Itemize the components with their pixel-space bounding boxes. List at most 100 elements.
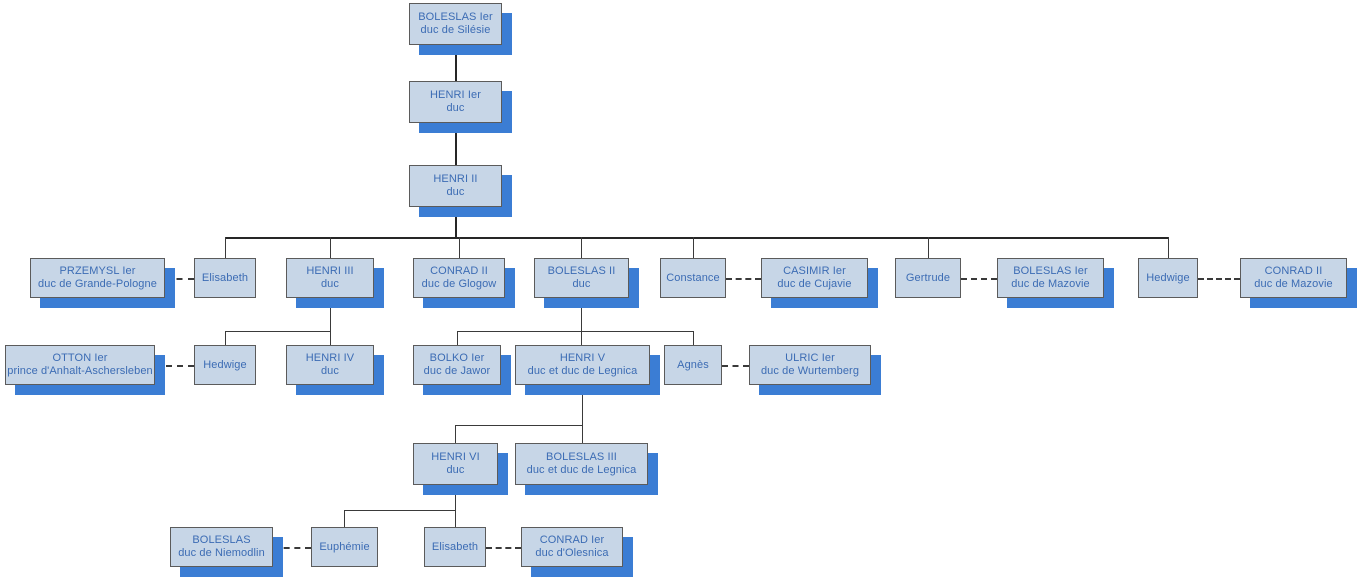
person-node-hedwige2[interactable]: Hedwige [1138, 258, 1198, 298]
node-name-secondary: duc d'Olesnica [535, 547, 609, 559]
marriage-link-hedwige2-conrad2maz [1198, 278, 1240, 280]
drop-henri5-child-1 [582, 425, 583, 443]
person-node-agnes[interactable]: Agnès [664, 345, 722, 385]
node-name-primary: HENRI VI [431, 451, 480, 463]
node-name-primary: Hedwige [203, 358, 247, 371]
marriage-link-agnes-ulric1 [722, 365, 749, 367]
node-box: Constance [660, 258, 726, 298]
node-name-secondary: duc de Jawor [423, 365, 491, 377]
node-name-secondary: duc [446, 102, 465, 114]
node-name-secondary: duc de Wurtemberg [760, 365, 860, 377]
bus-generation-3 [225, 237, 1168, 239]
node-name-primary: BOLKO Ier [429, 352, 485, 364]
stem-henri6 [455, 485, 456, 510]
drop-henri3-child-1 [330, 331, 331, 345]
node-name-primary: OTTON Ier [52, 352, 108, 364]
node-name-primary: PRZEMYSL Ier [59, 265, 136, 277]
node-name-primary: HENRI II [433, 173, 478, 185]
node-box: Elisabeth [424, 527, 486, 567]
drop-boleslas2-child-1 [581, 331, 582, 345]
person-node-constance[interactable]: Constance [660, 258, 726, 298]
marriage-link-constance-casimir1 [726, 278, 761, 280]
drop-generation-3-6 [1168, 237, 1169, 258]
drop-boleslas2-child-0 [457, 331, 458, 345]
node-name-secondary: duc de Mazovie [1011, 278, 1090, 290]
node-name-primary: CASIMIR Ier [783, 265, 846, 277]
person-node-elisabeth2[interactable]: Elisabeth [424, 527, 486, 567]
node-name-primary: HENRI Ier [429, 89, 482, 101]
person-node-euphemie[interactable]: Euphémie [311, 527, 378, 567]
node-name-primary: HENRI V [559, 352, 606, 364]
person-node-gertrude[interactable]: Gertrude [895, 258, 961, 298]
stem-boleslas2 [581, 298, 582, 331]
node-name-primary: Constance [666, 271, 720, 284]
marriage-link-otton1-hedwige1 [155, 365, 194, 367]
drop-henri5-child-0 [455, 425, 456, 443]
node-name-primary: CONRAD Ier [539, 534, 605, 546]
node-name-primary: HENRI IV [305, 352, 355, 364]
node-name-secondary: duc de Mazovie [1254, 278, 1333, 290]
node-name-primary: Gertrude [905, 271, 951, 284]
node-name-secondary: duc [572, 278, 591, 290]
node-box: Gertrude [895, 258, 961, 298]
node-name-primary: CONRAD II [1264, 265, 1323, 277]
marriage-link-przemysl1-elisabeth1 [165, 278, 194, 280]
node-name-primary: Agnès [677, 358, 709, 371]
marriage-link-gertrude-boleslas1maz [961, 278, 997, 280]
node-name-secondary: duc de Cujavie [777, 278, 852, 290]
node-name-primary: BOLESLAS III [546, 451, 617, 463]
node-box: Elisabeth [194, 258, 256, 298]
node-name-secondary: duc et duc de Legnica [526, 464, 637, 476]
person-node-hedwige1[interactable]: Hedwige [194, 345, 256, 385]
drop-henri3-child-0 [225, 331, 226, 345]
person-node-elisabeth1[interactable]: Elisabeth [194, 258, 256, 298]
node-name-secondary: prince d'Anhalt-Aschersleben [7, 365, 153, 377]
node-name-primary: CONRAD II [430, 265, 488, 277]
node-name-primary: BOLESLAS [192, 534, 251, 546]
node-name-secondary: duc de Grande-Pologne [38, 278, 157, 290]
marriage-link-boleslasniem-euphemie [273, 547, 311, 549]
node-name-primary: BOLESLAS II [547, 265, 616, 277]
node-name-secondary: duc [320, 365, 340, 377]
marriage-link-elisabeth2-conrad1oles [486, 547, 521, 549]
node-name-primary: BOLESLAS Ier [1013, 265, 1088, 277]
trunk-henri1-henri2 [455, 123, 457, 165]
node-name-primary: ULRIC Ier [785, 352, 835, 364]
drop-generation-3-3 [581, 237, 582, 258]
node-name-secondary: duc de Niemodlin [178, 547, 265, 559]
node-name-primary: Elisabeth [431, 540, 479, 553]
stem-henri2 [455, 207, 457, 237]
node-name-primary: BOLESLAS Ier [418, 11, 493, 23]
stem-henri5 [582, 385, 583, 425]
node-name-secondary: duc de Silésie [420, 24, 491, 36]
drop-generation-3-5 [928, 237, 929, 258]
node-name-primary: Elisabeth [201, 271, 249, 284]
